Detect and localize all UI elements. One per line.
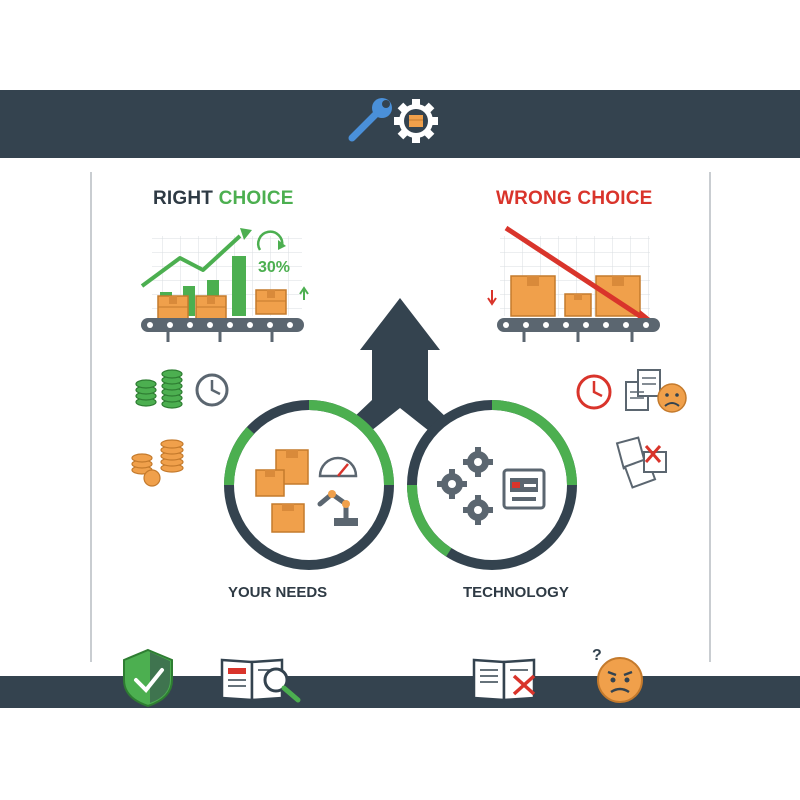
shield-check-icon	[123, 648, 173, 708]
book-search-icon	[220, 658, 301, 703]
gear-box-icon	[394, 99, 438, 143]
robot-arm-icon	[317, 490, 358, 526]
control-panel-icon	[502, 468, 546, 510]
frame-line-left	[90, 172, 92, 662]
package-box	[564, 293, 592, 317]
book-x-icon	[472, 658, 536, 702]
conveyor-belt-left	[141, 318, 304, 342]
your-needs-caption: YOUR NEEDS	[228, 584, 328, 601]
package-box	[255, 469, 285, 497]
wrench-icon	[348, 98, 392, 142]
technology-circle	[407, 400, 577, 570]
package-box	[595, 275, 641, 317]
package-box	[271, 503, 305, 533]
package-box	[510, 275, 556, 317]
documents-icon	[625, 369, 661, 411]
confused-face-icon: ?	[592, 647, 643, 703]
growth-percentage: 30%	[258, 259, 290, 276]
technology-caption: TECHNOLOGY	[463, 584, 569, 601]
coins-green-icon	[135, 369, 183, 409]
growth-bar	[232, 256, 246, 316]
gauge-icon	[318, 456, 358, 478]
right-choice-title-part2: CHOICE	[213, 188, 294, 209]
clock-icon	[195, 373, 229, 407]
package-box	[157, 295, 189, 321]
package-box	[255, 289, 287, 315]
growth-chart: 30%	[140, 228, 309, 321]
package-box	[195, 295, 227, 321]
clock-red-icon	[576, 374, 612, 410]
sad-face-icon	[657, 383, 687, 413]
frame-line-right	[709, 172, 711, 662]
right-choice-title: RIGHT CHOICE	[153, 188, 294, 210]
coins-orange-icon	[131, 439, 184, 487]
direction-arrow	[332, 298, 468, 446]
your-needs-circle	[224, 400, 394, 570]
svg-text:?: ?	[592, 647, 602, 664]
rejected-papers-icon	[615, 436, 667, 489]
wrong-choice-title: WRONG CHOICE	[496, 188, 653, 209]
right-choice-title-part1: RIGHT	[153, 188, 214, 209]
gears-icon	[437, 447, 493, 525]
decline-chart	[487, 225, 660, 328]
conveyor-belt-right	[497, 318, 660, 342]
